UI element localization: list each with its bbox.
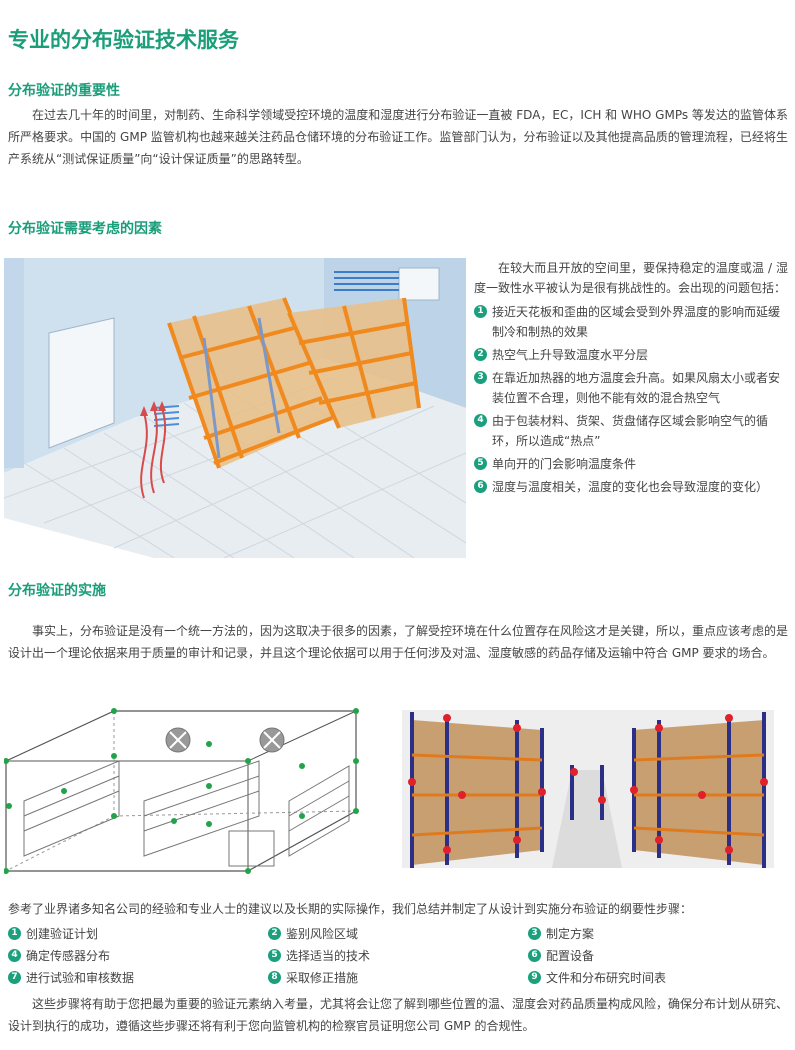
section-heading-implementation: 分布验证的实施 [8,583,106,599]
number-badge: 4 [8,949,21,962]
step-text: 制定方案 [546,927,595,941]
number-badge: 2 [268,927,281,940]
step-text: 选择适当的技术 [286,949,371,963]
step-text: 鉴别风险区域 [286,927,359,941]
step-text: 采取修正措施 [286,971,359,985]
number-badge: 6 [474,480,487,493]
factors-list: 1 接近天花板和歪曲的区域会受到外界温度的影响而延缓制冷和制热的效果 2 热空气上升… [474,302,788,497]
closing-paragraph: 这些步骤将有助于您把最为重要的验证元素纳入考量，尤其将会让您了解到哪些位置的温、… [8,997,789,1033]
rack-sensor-photo [402,710,774,868]
number-badge: 8 [268,971,281,984]
list-item-text: 湿度与温度相关，温度的变化也会导致湿度的变化） [492,480,769,494]
list-item: 3 在靠近加热器的地方温度会升高。如果风扇太小或者安装位置不合理，则他不能有效的混… [474,368,788,408]
number-badge: 5 [268,949,281,962]
list-item: 6 湿度与温度相关，温度的变化也会导致湿度的变化） [474,477,788,497]
step-text: 配置设备 [546,949,595,963]
sensor-layout-diagram [4,706,360,874]
steps-intro: 参考了业界诸多知名公司的经验和专业人士的建议以及长期的实际操作，我们总结并制定了… [8,902,693,916]
list-item: 2 热空气上升导致温度水平分层 [474,345,788,365]
warehouse-illustration [4,258,466,558]
step-item: 4 确定传感器分布 [8,948,110,964]
number-badge: 3 [474,371,487,384]
step-item: 2 鉴别风险区域 [268,926,358,942]
factors-intro: 在较大而且开放的空间里，要保持稳定的温度或温 / 湿度一致性水平被认为是很有挑战… [474,261,788,295]
step-item: 6 配置设备 [528,948,594,964]
step-item: 3 制定方案 [528,926,594,942]
step-item: 9 文件和分布研究时间表 [528,970,666,986]
section-heading-importance: 分布验证的重要性 [8,83,120,99]
step-item: 7 进行试验和审核数据 [8,970,134,986]
number-badge: 7 [8,971,21,984]
importance-paragraph: 在过去几十年的时间里，对制药、生命科学领域受控环境的温度和湿度进行分布验证一直被… [8,108,788,166]
implementation-paragraph: 事实上，分布验证是没有一个统一方法的，因为这取决于很多的因素，了解受控环境在什么… [8,624,789,660]
number-badge: 1 [474,305,487,318]
step-item: 1 创建验证计划 [8,926,98,942]
step-text: 进行试验和审核数据 [26,971,135,985]
number-badge: 3 [528,927,541,940]
number-badge: 5 [474,457,487,470]
page-title: 专业的分布验证技术服务 [8,28,239,52]
number-badge: 6 [528,949,541,962]
list-item: 5 单向开的门会影响温度条件 [474,454,788,474]
number-badge: 4 [474,414,487,427]
list-item-text: 接近天花板和歪曲的区域会受到外界温度的影响而延缓制冷和制热的效果 [492,305,781,339]
step-item: 8 采取修正措施 [268,970,358,986]
step-text: 文件和分布研究时间表 [546,971,667,985]
list-item-text: 单向开的门会影响温度条件 [492,457,637,471]
list-item: 4 由于包装材料、货架、货盘储存区域会影响空气的循环，所以造成“热点” [474,411,788,451]
list-item-text: 热空气上升导致温度水平分层 [492,348,649,362]
list-item-text: 在靠近加热器的地方温度会升高。如果风扇太小或者安装位置不合理，则他不能有效的混合… [492,371,781,405]
step-item: 5 选择适当的技术 [268,948,370,964]
number-badge: 2 [474,348,487,361]
number-badge: 1 [8,927,21,940]
number-badge: 9 [528,971,541,984]
list-item-text: 由于包装材料、货架、货盘储存区域会影响空气的循环，所以造成“热点” [492,414,769,448]
list-item: 1 接近天花板和歪曲的区域会受到外界温度的影响而延缓制冷和制热的效果 [474,302,788,342]
factors-panel: 在较大而且开放的空间里，要保持稳定的温度或温 / 湿度一致性水平被认为是很有挑战… [474,258,788,500]
step-text: 创建验证计划 [26,927,99,941]
step-text: 确定传感器分布 [26,949,111,963]
section-heading-factors: 分布验证需要考虑的因素 [8,221,162,237]
